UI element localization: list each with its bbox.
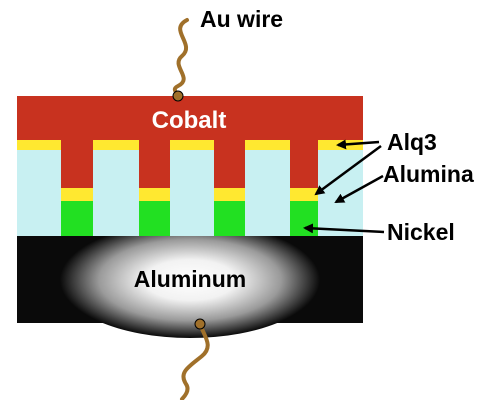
cobalt-layer: [17, 96, 363, 140]
bottom-au-wire: [180, 322, 210, 401]
cobalt-nanowires: [61, 140, 318, 188]
aluminum-glow: [60, 222, 320, 338]
nickel-label: Nickel: [387, 219, 455, 245]
top-au-wire: [172, 18, 189, 97]
top-wire-contact-icon: [172, 90, 184, 102]
label-arrows: [303, 139, 385, 234]
nickel-arrow: [303, 223, 385, 234]
alq3-pore-layers: [61, 188, 318, 201]
nickel-nanowires: [61, 201, 318, 236]
aluminum-label: Aluminum: [134, 266, 246, 292]
alumina-arrow: [334, 174, 384, 204]
alq3-label: Alq3: [387, 129, 437, 155]
cobalt-label: Cobalt: [152, 107, 227, 134]
bottom-wire-contact-icon: [194, 318, 206, 330]
alumina-label: Alumina: [383, 161, 474, 187]
alq3-arrow-pore: [314, 144, 382, 196]
alq3-arrow-top: [336, 139, 380, 150]
au-wire-label: Au wire: [200, 6, 283, 32]
